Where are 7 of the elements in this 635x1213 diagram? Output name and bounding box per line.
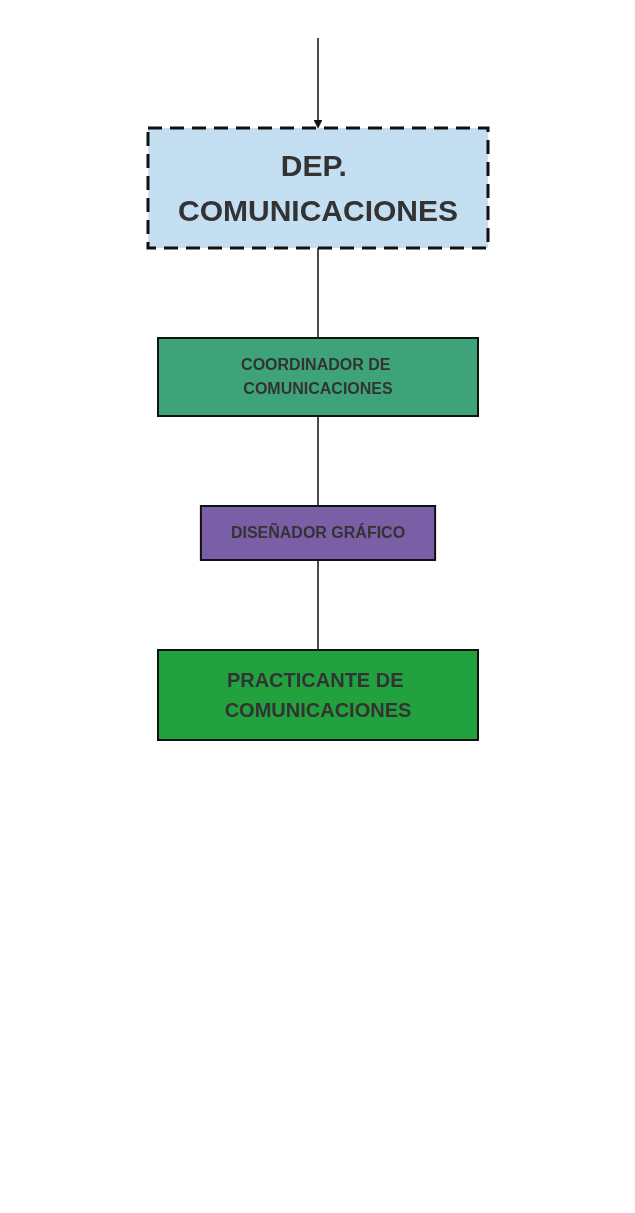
- node-box: DISEÑADOR GRÁFICO: [199, 505, 436, 561]
- arrow: [313, 37, 322, 129]
- node-box: DEP. COMUNICACIONES: [146, 126, 489, 250]
- node-box: COORDINADOR DE COMUNICACIONES: [156, 337, 479, 417]
- node-box: PRACTICANTE DE COMUNICACIONES: [156, 649, 479, 741]
- connector: [316, 415, 319, 507]
- connector: [316, 559, 319, 651]
